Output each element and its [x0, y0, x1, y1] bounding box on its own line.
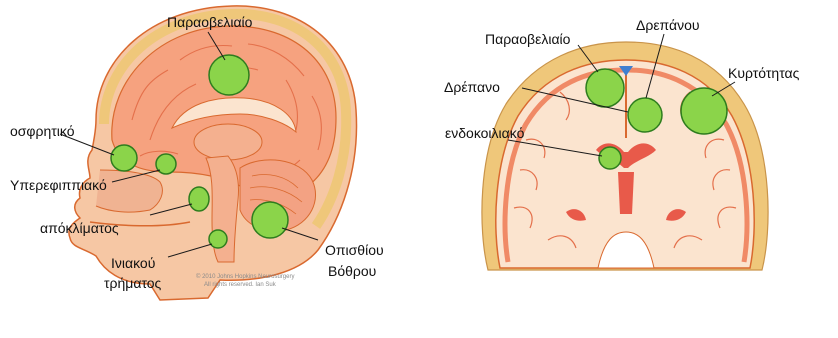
central-structures: [618, 172, 634, 214]
label-intraventricular: ενδοκοιλιακό: [445, 125, 525, 141]
copyright-line1: © 2010 Johns Hopkins Neurosurgery: [196, 273, 294, 280]
mass-intraventricular: [599, 147, 621, 169]
mass-suprasellar: [156, 154, 176, 174]
mass-parasagittal-cor: [586, 69, 624, 107]
label-olfactory: οσφρητικό: [10, 123, 75, 139]
label-posterior-line2: Βόθρου: [328, 263, 376, 279]
label-clivus: απόκλίματος: [40, 220, 119, 236]
label-suprasellar: Υπερεφιππιακό: [10, 177, 107, 193]
label-foramen-line2: τρήματος: [104, 275, 162, 291]
label-posterior-line1: Οπισθίου: [325, 242, 384, 258]
sagittal-brain-view: Παραοβελιαίο οσφρητικό Υπερεφιππιακό από…: [10, 6, 384, 300]
thalamus: [194, 124, 262, 160]
label-foramen-line1: Ινιακού: [111, 255, 155, 271]
mass-parasagittal: [209, 55, 249, 95]
coronal-brain-view: Παραοβελιαίο Δρεπάνου Κυρτότητας Δρέπανο…: [444, 17, 800, 270]
label-falx: Δρέπανο: [444, 79, 500, 95]
label-falx-upper: Δρεπάνου: [636, 17, 700, 33]
label-parasagittal-cor: Παραοβελιαίο: [485, 31, 571, 47]
label-convexity: Κυρτότητας: [728, 65, 800, 81]
label-parasagittal-sag: Παραοβελιαίο: [167, 14, 253, 30]
mass-olfactory: [111, 145, 137, 171]
mass-posterior-fossa: [252, 202, 288, 238]
mass-convexity: [681, 88, 727, 134]
mass-falx: [628, 98, 662, 132]
mass-clivus: [189, 187, 209, 211]
copyright-line2: All rights reserved. Ian Suk: [204, 282, 277, 288]
mass-foramen-magnum: [209, 230, 227, 248]
